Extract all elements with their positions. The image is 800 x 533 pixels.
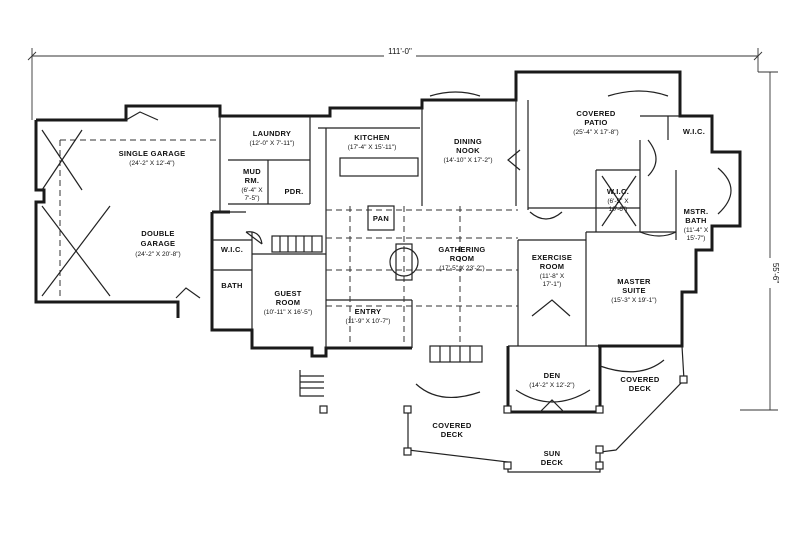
patio-name-1: COVERED	[576, 109, 615, 118]
laundry-size: (12'-0" X 7'-11")	[250, 140, 295, 147]
guest-name-1: GUEST	[274, 289, 301, 298]
decks	[299, 90, 688, 473]
depth-dimension-label: 55'-6"	[771, 263, 780, 284]
fireplace	[389, 243, 419, 281]
wic-mid-size-2: 10'-6")	[609, 206, 628, 213]
room-covered-patio: COVERED PATIO (25'-4" X 17'-8")	[573, 109, 618, 136]
patio-size: (25'-4" X 17'-8")	[573, 129, 618, 136]
wic-left-name: W.I.C.	[221, 245, 243, 254]
wic-top-name: W.I.C.	[683, 127, 705, 136]
master-size: (15'-3" X 19'-1")	[611, 297, 656, 304]
wic-mid-size-1: (6'-5" X	[607, 198, 629, 205]
room-covered-deck-right: COVERED DECK	[620, 375, 659, 393]
sun-deck-name-1: SUN	[544, 449, 561, 458]
room-wic-mid: W.I.C. (6'-5" X 10'-6")	[607, 187, 629, 213]
room-wic-left: W.I.C.	[221, 245, 243, 254]
double-garage-size: (24'-2" X 20'-8")	[135, 251, 180, 258]
room-den: DEN (14'-2" X 12'-2")	[529, 371, 574, 389]
room-master-bath: MSTR. BATH (11'-4" X 15'-7")	[684, 207, 709, 242]
garage-doors	[41, 111, 201, 299]
patio-name-2: PATIO	[584, 118, 607, 127]
gathering-size: (17'-5" X 23'-2")	[439, 265, 484, 272]
pdr-name: PDR.	[284, 187, 303, 196]
dining-name-1: DINING	[454, 137, 482, 146]
width-dimension-label: 111'-0"	[388, 47, 412, 56]
room-sun-deck: SUN DECK	[541, 449, 564, 467]
mstr-bath-size-2: 15'-7")	[687, 235, 706, 242]
door-swings	[245, 139, 677, 413]
room-mud: MUD RM. (6'-4" X 7'-5")	[241, 167, 263, 202]
double-garage-name-1: DOUBLE	[141, 229, 174, 238]
overall-depth-dimension: 55'-6"	[740, 71, 780, 411]
bath-name: BATH	[221, 281, 242, 290]
double-garage-name-2: GARAGE	[141, 239, 176, 248]
room-wic-top: W.I.C.	[683, 127, 705, 136]
laundry-name: LAUNDRY	[253, 129, 292, 138]
entry-name: ENTRY	[355, 307, 382, 316]
master-name-2: SUITE	[622, 286, 646, 295]
room-laundry: LAUNDRY (12'-0" X 7'-11")	[250, 129, 295, 147]
exterior-walls	[34, 70, 742, 414]
deck-right-name-2: DECK	[629, 384, 652, 393]
room-bath: BATH	[221, 281, 242, 290]
single-garage-size: (24'-2" X 12'-4")	[129, 160, 174, 167]
sun-deck-name-2: DECK	[541, 458, 564, 467]
room-dining-nook: DINING NOOK (14'-10" X 17'-2")	[443, 137, 492, 164]
deck-right-name-1: COVERED	[620, 375, 659, 384]
kitchen-size: (17'-4" X 15'-11")	[348, 144, 397, 151]
mstr-bath-size-1: (11'-4" X	[684, 227, 709, 234]
room-master-suite: MASTER SUITE (15'-3" X 19'-1")	[611, 277, 656, 304]
entry-size: (11'-9" X 10'-7")	[346, 318, 391, 325]
kitchen-name: KITCHEN	[354, 133, 389, 142]
room-single-garage: SINGLE GARAGE (24'-2" X 12'-4")	[119, 149, 186, 167]
single-garage-name: SINGLE GARAGE	[119, 149, 186, 158]
room-pdr: PDR.	[284, 187, 303, 196]
room-guest: GUEST ROOM (10'-11" X 16'-5")	[264, 289, 313, 316]
master-name-1: MASTER	[617, 277, 651, 286]
mud-name-2: RM.	[245, 176, 260, 185]
room-double-garage: DOUBLE GARAGE (24'-2" X 20'-8")	[135, 229, 180, 258]
wic-mid-name: W.I.C.	[607, 187, 629, 196]
exercise-size-2: 17'-1")	[543, 281, 562, 288]
room-exercise: EXERCISE ROOM (11'-8" X 17'-1")	[532, 253, 572, 288]
exercise-name-2: ROOM	[540, 262, 565, 271]
mud-size-2: 7'-5")	[244, 195, 259, 202]
gathering-name-1: GATHERING	[438, 245, 485, 254]
guest-size: (10'-11" X 16'-5")	[264, 309, 313, 316]
room-pantry: PAN	[373, 214, 389, 223]
den-size: (14'-2" X 12'-2")	[529, 382, 574, 389]
pantry-name: PAN	[373, 214, 389, 223]
guest-name-2: ROOM	[276, 298, 301, 307]
overall-width-dimension: 111'-0"	[27, 46, 763, 120]
mud-size-1: (6'-4" X	[241, 187, 263, 194]
gathering-name-2: ROOM	[450, 254, 475, 263]
exercise-name-1: EXERCISE	[532, 253, 572, 262]
deck-front-name-2: DECK	[441, 430, 464, 439]
room-kitchen: KITCHEN (17'-4" X 15'-11")	[348, 133, 397, 151]
mstr-bath-name-2: BATH	[685, 216, 706, 225]
den-name: DEN	[544, 371, 561, 380]
dining-size: (14'-10" X 17'-2")	[443, 157, 492, 164]
dining-name-2: NOOK	[456, 146, 480, 155]
room-entry: ENTRY (11'-9" X 10'-7")	[346, 307, 391, 325]
room-gathering: GATHERING ROOM (17'-5" X 23'-2")	[438, 245, 485, 272]
mstr-bath-name-1: MSTR.	[684, 207, 709, 216]
deck-front-name-1: COVERED	[432, 421, 471, 430]
exercise-size-1: (11'-8" X	[540, 273, 565, 280]
room-covered-deck-front: COVERED DECK	[432, 421, 471, 439]
mud-name-1: MUD	[243, 167, 261, 176]
